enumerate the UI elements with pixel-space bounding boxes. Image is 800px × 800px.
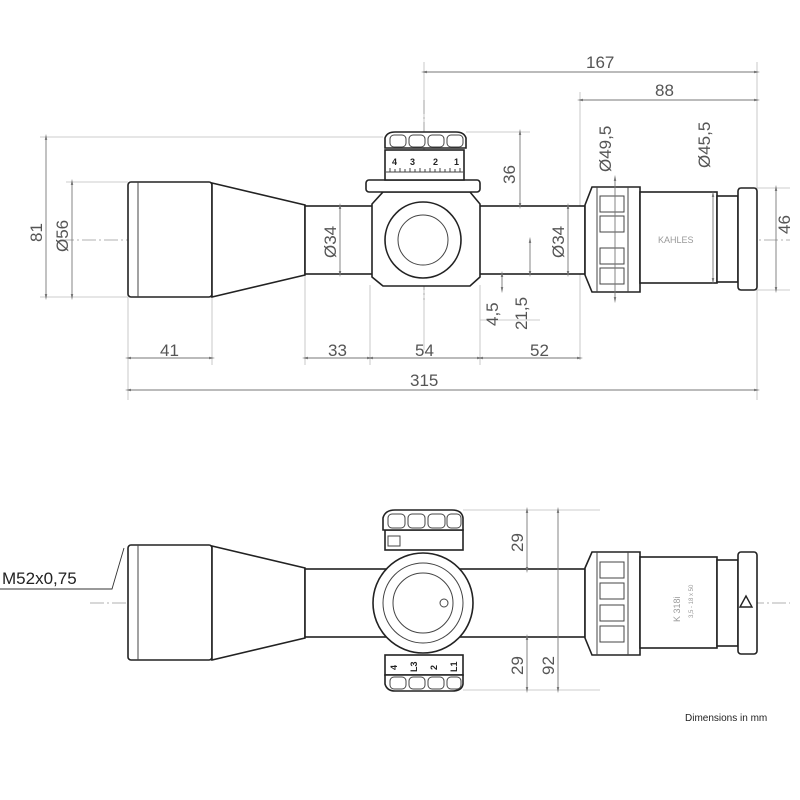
elevation-dial bbox=[384, 149, 465, 181]
dim-dia49-5: Ø49,5 bbox=[596, 126, 615, 172]
objective-taper bbox=[211, 181, 306, 299]
dim-46: 46 bbox=[775, 215, 794, 234]
dim-92: 92 bbox=[539, 656, 558, 675]
objective-bell bbox=[127, 544, 213, 661]
top-view: 4 3 2 1 KAHLES 167 88 81 Ø56 Ø34 36 Ø34 … bbox=[27, 53, 794, 400]
dim-29-bottom: 29 bbox=[508, 656, 527, 675]
turret-number: 1 bbox=[454, 157, 459, 167]
turret-number: 2 bbox=[429, 665, 439, 670]
turret-number: 4 bbox=[389, 665, 399, 670]
model-sub-marking: 3,5 - 18 x 50 bbox=[689, 584, 695, 618]
magnification-ring bbox=[584, 551, 641, 656]
turret-base-plate bbox=[365, 179, 481, 193]
top-turret-cap bbox=[382, 509, 464, 531]
turret-number: 4 bbox=[392, 157, 397, 167]
dim-21-5: 21,5 bbox=[512, 297, 531, 330]
dim-54: 54 bbox=[415, 341, 434, 360]
bottom-view: 4 L3 2 L1 K 318i 3,5 - 18 x 50 29 29 92 … bbox=[0, 506, 790, 694]
objective-bell bbox=[127, 181, 213, 298]
objective-taper bbox=[211, 544, 306, 662]
dim-dia45-5: Ø45,5 bbox=[695, 122, 714, 168]
dim-88: 88 bbox=[655, 81, 674, 100]
dim-315: 315 bbox=[410, 371, 438, 390]
dim-41: 41 bbox=[160, 341, 179, 360]
eyepiece-end bbox=[737, 187, 758, 291]
dim-81: 81 bbox=[27, 223, 46, 242]
top-turret-body bbox=[384, 529, 464, 551]
eyepiece-collar bbox=[716, 559, 739, 647]
turret-number: 3 bbox=[410, 157, 415, 167]
turret-number: L1 bbox=[449, 661, 459, 672]
model-marking: K 318i bbox=[672, 596, 682, 622]
dim-36: 36 bbox=[500, 165, 519, 184]
eyepiece-end bbox=[737, 551, 758, 655]
triangle-index-icon bbox=[738, 594, 754, 608]
extension-lines bbox=[40, 62, 790, 400]
eyepiece-body bbox=[639, 191, 718, 284]
side-focus-knob bbox=[372, 552, 474, 654]
turret-number: 2 bbox=[433, 157, 438, 167]
dim-33: 33 bbox=[328, 341, 347, 360]
brand-marking: KAHLES bbox=[658, 235, 694, 245]
magnification-ring bbox=[584, 186, 641, 293]
dim-dia34-front: Ø34 bbox=[321, 226, 340, 258]
dim-52: 52 bbox=[530, 341, 549, 360]
thread-leader-line bbox=[0, 547, 125, 590]
units-note: Dimensions in mm bbox=[685, 713, 767, 724]
eyepiece-collar bbox=[716, 195, 739, 283]
thread-label: M52x0,75 bbox=[2, 569, 77, 588]
side-focus-knob bbox=[384, 201, 462, 279]
dim-29-top: 29 bbox=[508, 533, 527, 552]
dim-4-5: 4,5 bbox=[483, 302, 502, 326]
dim-dia56: Ø56 bbox=[53, 220, 72, 252]
dim-dia34-rear: Ø34 bbox=[549, 226, 568, 258]
turret-number: L3 bbox=[409, 661, 419, 672]
dim-167: 167 bbox=[586, 53, 614, 72]
